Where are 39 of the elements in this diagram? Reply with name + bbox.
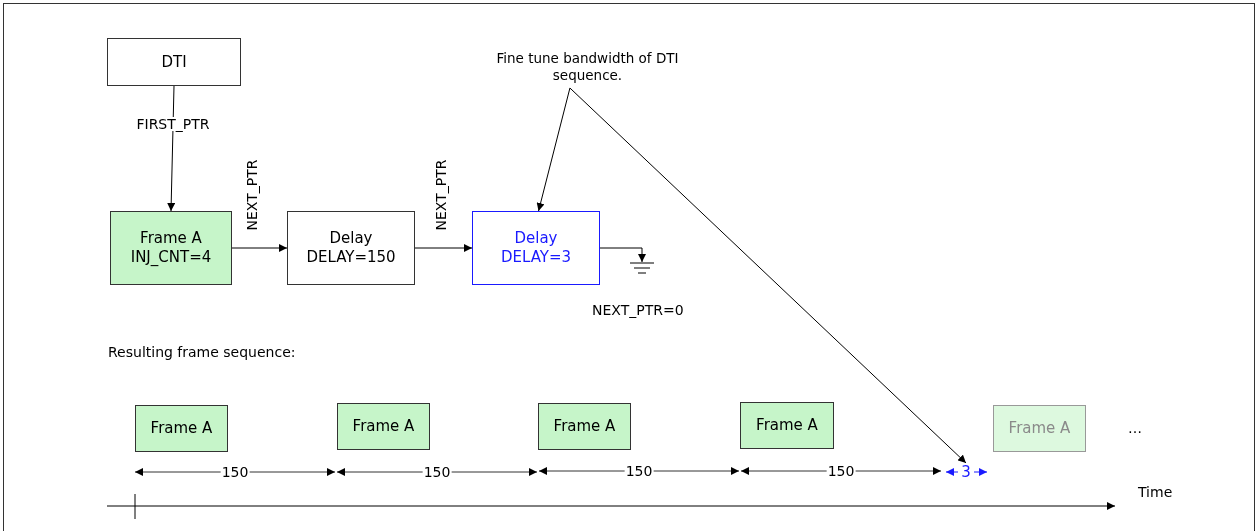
arrow [231,244,288,252]
edge-label: FIRST_PTR [135,117,211,131]
process-box [107,38,241,86]
frame-box [337,403,430,450]
ellipsis: … [1128,421,1142,435]
arrow [167,85,176,212]
box-text: Frame A [140,229,202,248]
terminator-label: NEXT_PTR=0 [592,303,684,317]
process-box [472,211,600,285]
arrow [599,247,646,263]
section-heading: Resulting frame sequence: [108,345,296,359]
box-text: DTI [161,52,187,72]
dimension-value: 150 [220,465,250,479]
frame-box [135,405,228,452]
box-text: INJ_CNT=4 [130,248,212,267]
leader-line [569,87,967,464]
dimension-value: 150 [422,465,452,479]
arrow [414,244,473,252]
edge-label: NEXT_PTR [434,158,448,232]
ground-symbol [629,262,655,276]
frame-box [110,211,232,285]
dimension-value: 150 [826,464,856,478]
axis-label: Time [1138,485,1173,499]
box-text: Delay [329,229,373,248]
box-text: Frame A [150,419,213,438]
box-text: DELAY=150 [306,248,396,267]
frame-box [538,403,631,450]
frame-box [740,402,834,449]
leader-line [536,87,571,212]
dimension-value: 150 [624,464,654,478]
edge-label: NEXT_PTR [245,158,259,232]
process-box [287,211,415,285]
box-text: Frame A [756,416,818,435]
box-text: Frame A [352,417,415,436]
faded-frame-box [993,405,1086,452]
box-text: Delay [514,229,558,248]
box-text: Frame A [553,417,616,436]
box-text: Frame A [1008,419,1071,438]
box-text: DELAY=3 [500,248,572,267]
